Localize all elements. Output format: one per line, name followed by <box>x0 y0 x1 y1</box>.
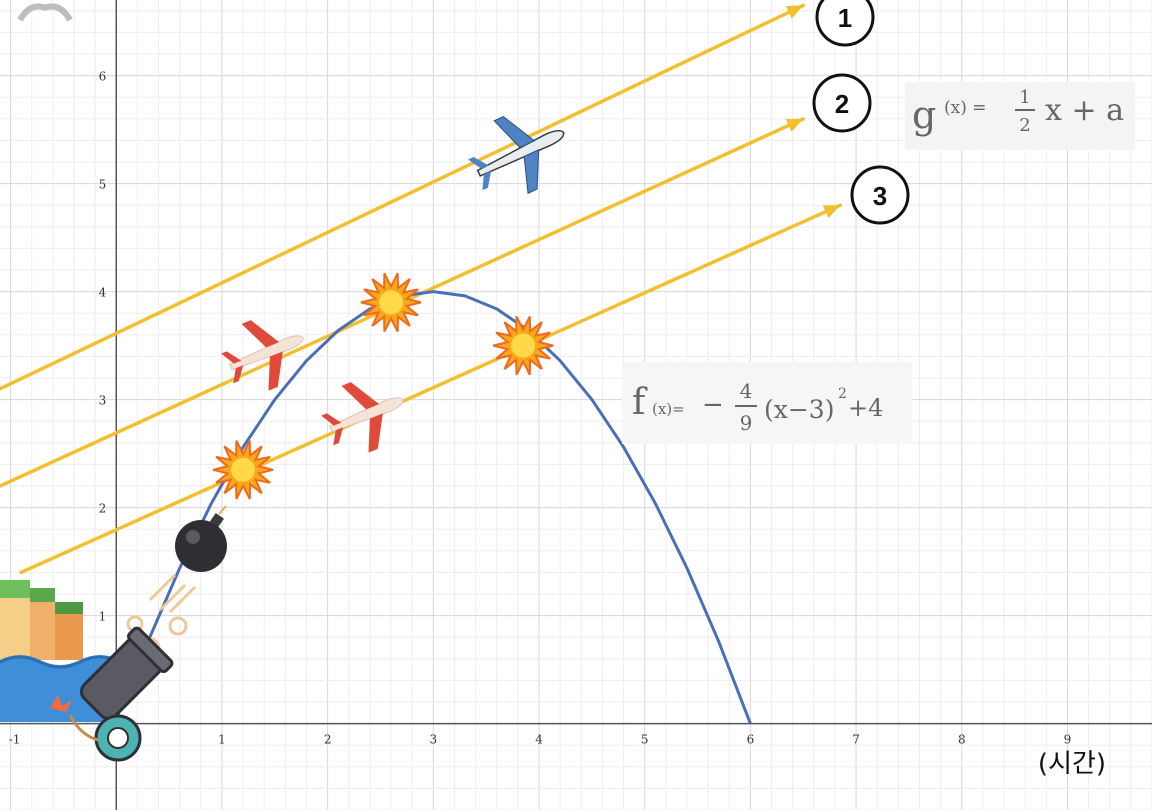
line-arrowhead-2 <box>785 118 804 132</box>
bomb-icon <box>175 505 227 572</box>
g-formula-rest: x + a <box>1045 93 1124 128</box>
explosion-icon <box>212 440 274 500</box>
f-formula-minus: − <box>702 390 724 420</box>
g-formula-var: (x) = <box>944 98 987 118</box>
x-tick-label: 8 <box>958 733 966 747</box>
x-tick-label: 5 <box>641 733 649 747</box>
g-formula-num: 1 <box>1019 87 1030 108</box>
cannon-icon <box>50 626 174 762</box>
line-arrowhead-3 <box>822 205 841 219</box>
badge-2: 2 <box>812 73 872 133</box>
badge-2-label: 2 <box>835 89 849 119</box>
f-formula-tail: +4 <box>848 394 883 422</box>
airplane-red-icon <box>321 382 404 453</box>
airplane-red-icon <box>221 320 304 391</box>
f-formula: f (x)= − 4 9 (x−3) 2 +4 <box>622 362 912 444</box>
y-tick-label: 2 <box>99 502 107 516</box>
x-tick-label: 1 <box>218 733 226 747</box>
x-axis-unit-label: (시간) <box>1038 749 1106 779</box>
f-formula-var: (x)= <box>652 400 685 418</box>
x-tick-label: 6 <box>747 733 755 747</box>
x-tick-label: 9 <box>1064 733 1072 747</box>
badge-3: 3 <box>850 165 910 225</box>
y-tick-label: 1 <box>99 610 107 624</box>
f-formula-den: 9 <box>740 411 753 435</box>
tick-labels: -1 1 2 3 4 5 6 7 8 9 1 2 3 4 5 6 <box>9 70 1072 747</box>
x-tick-label: 7 <box>852 733 860 747</box>
airplane-blue-icon <box>468 116 565 195</box>
f-formula-exp: 2 <box>838 386 847 402</box>
linear-paths <box>0 3 842 575</box>
badge-1: 1 <box>815 0 875 47</box>
badge-1-label: 1 <box>838 3 852 33</box>
y-tick-label: 4 <box>99 286 107 300</box>
x-tick-label: 3 <box>430 733 438 747</box>
f-formula-num: 4 <box>740 379 753 403</box>
f-formula-name: f <box>632 382 648 423</box>
undo-redo-icon[interactable] <box>17 3 73 22</box>
f-formula-rest: (x−3) <box>764 395 834 424</box>
line-path-1 <box>0 3 805 391</box>
y-tick-label: 3 <box>99 394 107 408</box>
explosion-icon <box>492 315 554 376</box>
parabola-curve <box>146 290 752 725</box>
g-formula-den: 2 <box>1019 115 1030 136</box>
g-formula-name: g <box>912 93 936 137</box>
line-arrowhead-1 <box>785 5 804 19</box>
explosion-icon <box>360 272 422 333</box>
badge-3-label: 3 <box>873 181 887 211</box>
explosions <box>212 272 554 500</box>
y-tick-label: 6 <box>99 70 107 84</box>
line-path-3 <box>19 203 842 575</box>
x-tick-label: 4 <box>535 733 543 747</box>
g-formula: g (x) = 1 2 x + a <box>905 82 1135 150</box>
curve-path <box>146 290 752 725</box>
x-tick-label: 2 <box>324 733 332 747</box>
x-tick-label: -1 <box>9 733 21 747</box>
y-tick-label: 5 <box>99 178 107 192</box>
